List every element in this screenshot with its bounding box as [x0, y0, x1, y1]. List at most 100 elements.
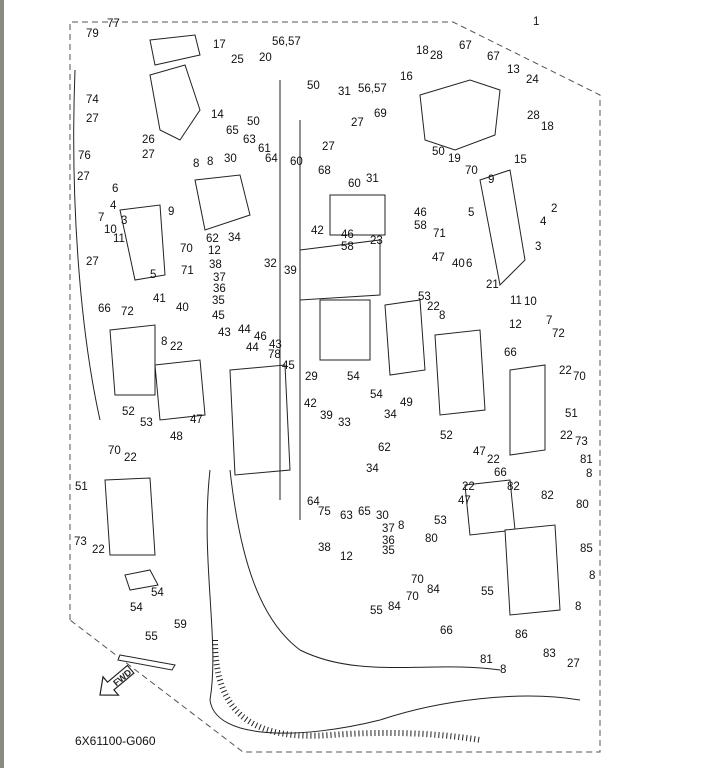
part-label: 65 — [226, 125, 239, 137]
part-label: 12 — [208, 245, 221, 257]
part-label: 8 — [589, 570, 595, 582]
part-label: 8 — [439, 310, 445, 322]
part-label: 30 — [224, 153, 237, 165]
part-label: 28 — [527, 110, 540, 122]
part-label: 8 — [207, 156, 213, 168]
part-label: 13 — [507, 64, 520, 76]
part-label: 71 — [433, 228, 446, 240]
part-label: 31 — [366, 173, 379, 185]
part-label: 44 — [238, 324, 251, 336]
part-label: 22 — [124, 452, 137, 464]
part-label: 2 — [551, 203, 557, 215]
part-label: 70 — [573, 371, 586, 383]
assembly-boundary — [69, 21, 601, 753]
part-label: 9 — [488, 174, 494, 186]
part-label: 42 — [311, 225, 324, 237]
part-label: 8 — [575, 601, 581, 613]
part-label: 70 — [108, 445, 121, 457]
part-label: 61 — [258, 143, 271, 155]
part-label: 12 — [509, 319, 522, 331]
part-label: 14 — [211, 109, 224, 121]
part-label: 31 — [338, 86, 351, 98]
part-label: 58 — [341, 241, 354, 253]
part-label: 25 — [231, 54, 244, 66]
part-label: 18 — [416, 45, 429, 57]
part-shapes — [73, 34, 581, 743]
part-label: 34 — [228, 232, 241, 244]
part-label: 43 — [269, 339, 282, 351]
part-label: 82 — [507, 481, 520, 493]
part-label: 8 — [161, 336, 167, 348]
part-label: 6 — [112, 183, 118, 195]
part-label: 81 — [480, 654, 493, 666]
part-label: 40 — [452, 258, 465, 270]
fwd-arrow-icon: FWD — [99, 664, 135, 696]
part-label: 60 — [348, 178, 361, 190]
part-label: 7 — [98, 212, 104, 224]
part-label: 22 — [427, 301, 440, 313]
part-label: 22 — [487, 454, 500, 466]
part-label: 3 — [121, 215, 127, 227]
part-label: 7 — [546, 315, 552, 327]
part-label: 49 — [400, 397, 413, 409]
part-label: 82 — [541, 490, 554, 502]
part-label: 19 — [448, 153, 461, 165]
part-label: 71 — [181, 265, 194, 277]
part-label: 85 — [580, 543, 593, 555]
part-label: 45 — [282, 360, 295, 372]
part-label: 50 — [247, 116, 260, 128]
part-label: 8 — [193, 158, 199, 170]
part-label: 37 — [382, 523, 395, 535]
part-label: 27 — [86, 113, 99, 125]
part-label: 52 — [440, 430, 453, 442]
part-label: 79 — [86, 28, 99, 40]
part-label: 29 — [305, 371, 318, 383]
window-edge — [0, 0, 4, 768]
part-label: 52 — [122, 406, 135, 418]
part-label: 54 — [347, 371, 360, 383]
part-label: 83 — [543, 648, 556, 660]
part-label: 74 — [86, 94, 99, 106]
part-label: 75 — [318, 506, 331, 518]
part-label: 18 — [541, 121, 554, 133]
drawing-code: 6X61100-G060 — [75, 734, 156, 748]
part-label: 64 — [307, 496, 320, 508]
part-label: 34 — [384, 409, 397, 421]
part-label: 70 — [180, 243, 193, 255]
part-label: 47 — [458, 495, 471, 507]
part-label: 12 — [340, 551, 353, 563]
part-label: 10 — [104, 224, 117, 236]
part-label: 24 — [526, 74, 539, 86]
part-label: 22 — [462, 481, 475, 493]
part-label: 27 — [77, 171, 90, 183]
part-label: 40 — [176, 302, 189, 314]
part-label: 81 — [580, 454, 593, 466]
part-label: 17 — [213, 39, 226, 51]
part-label: 80 — [425, 533, 438, 545]
part-label: 36 — [382, 535, 395, 547]
part-label: 41 — [153, 293, 166, 305]
part-label: 22 — [170, 341, 183, 353]
part-label: 51 — [565, 408, 578, 420]
part-label: 62 — [206, 233, 219, 245]
part-label: 45 — [212, 310, 225, 322]
part-label: 66 — [504, 347, 517, 359]
part-label: 33 — [338, 417, 351, 429]
part-label: 66 — [494, 467, 507, 479]
part-label: 22 — [92, 544, 105, 556]
part-label: 46 — [414, 207, 427, 219]
part-label: 3 — [535, 241, 541, 253]
part-label: 67 — [459, 40, 472, 52]
part-label: 54 — [130, 602, 143, 614]
part-label: 32 — [264, 258, 277, 270]
part-label: 28 — [430, 50, 443, 62]
part-label: 69 — [374, 108, 387, 120]
part-label: 84 — [427, 584, 440, 596]
part-label: 43 — [218, 327, 231, 339]
part-label: 9 — [168, 206, 174, 218]
part-label: 27 — [351, 117, 364, 129]
part-label: 55 — [370, 605, 383, 617]
part-label: 27 — [322, 141, 335, 153]
part-label: 22 — [559, 365, 572, 377]
part-label: 27 — [567, 658, 580, 670]
